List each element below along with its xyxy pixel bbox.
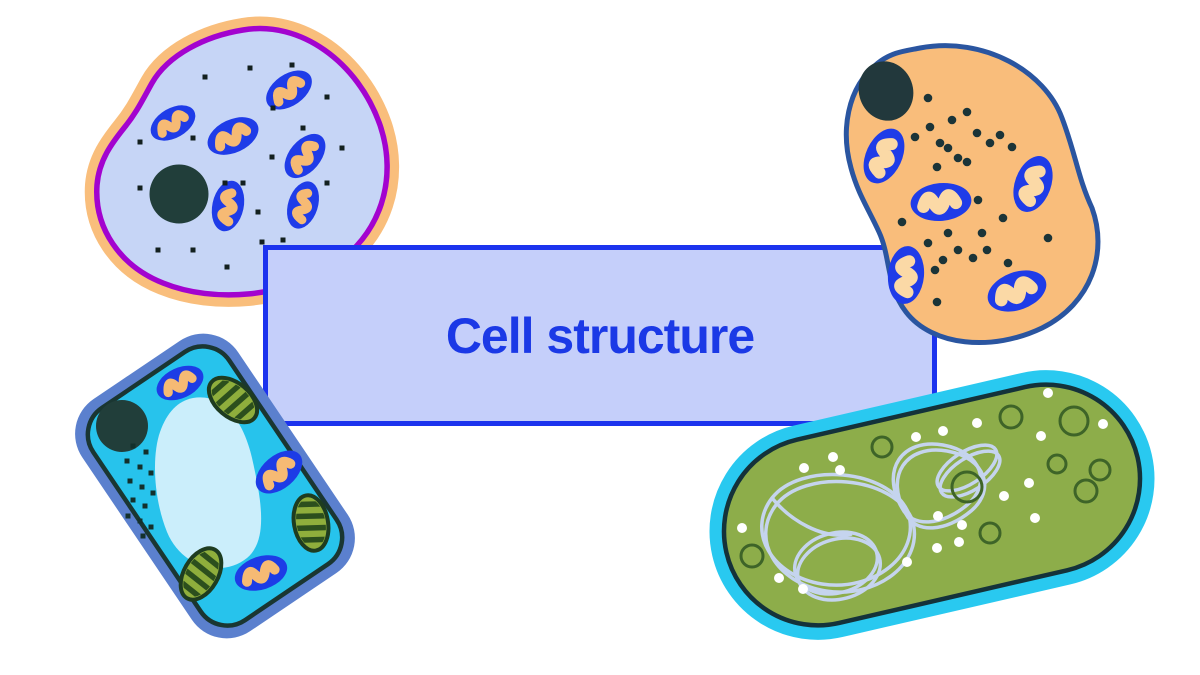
dna-loop: [760, 440, 1009, 611]
cell-membrane: [94, 25, 390, 298]
capsule: [709, 370, 1155, 640]
ribosome-dots: [897, 93, 1053, 307]
cell-body: [721, 382, 1143, 628]
nucleus: [858, 61, 914, 121]
animal-cell-2-illustration: [843, 43, 1101, 345]
nucleus: [96, 400, 148, 452]
bacterium-illustration: [709, 370, 1155, 640]
ribosome-dots: [137, 62, 345, 270]
animal-cell-1-illustration: [84, 16, 400, 307]
page-title: Cell structure: [445, 307, 755, 364]
plant-cell-illustration: [75, 333, 355, 639]
ribosome-dots: [737, 388, 1108, 594]
ribosome-dots: [124, 443, 156, 539]
title-banner: Cell structure: [263, 245, 937, 426]
vesicles: [739, 404, 1112, 569]
nucleus: [149, 164, 209, 224]
vacuole: [154, 397, 262, 569]
